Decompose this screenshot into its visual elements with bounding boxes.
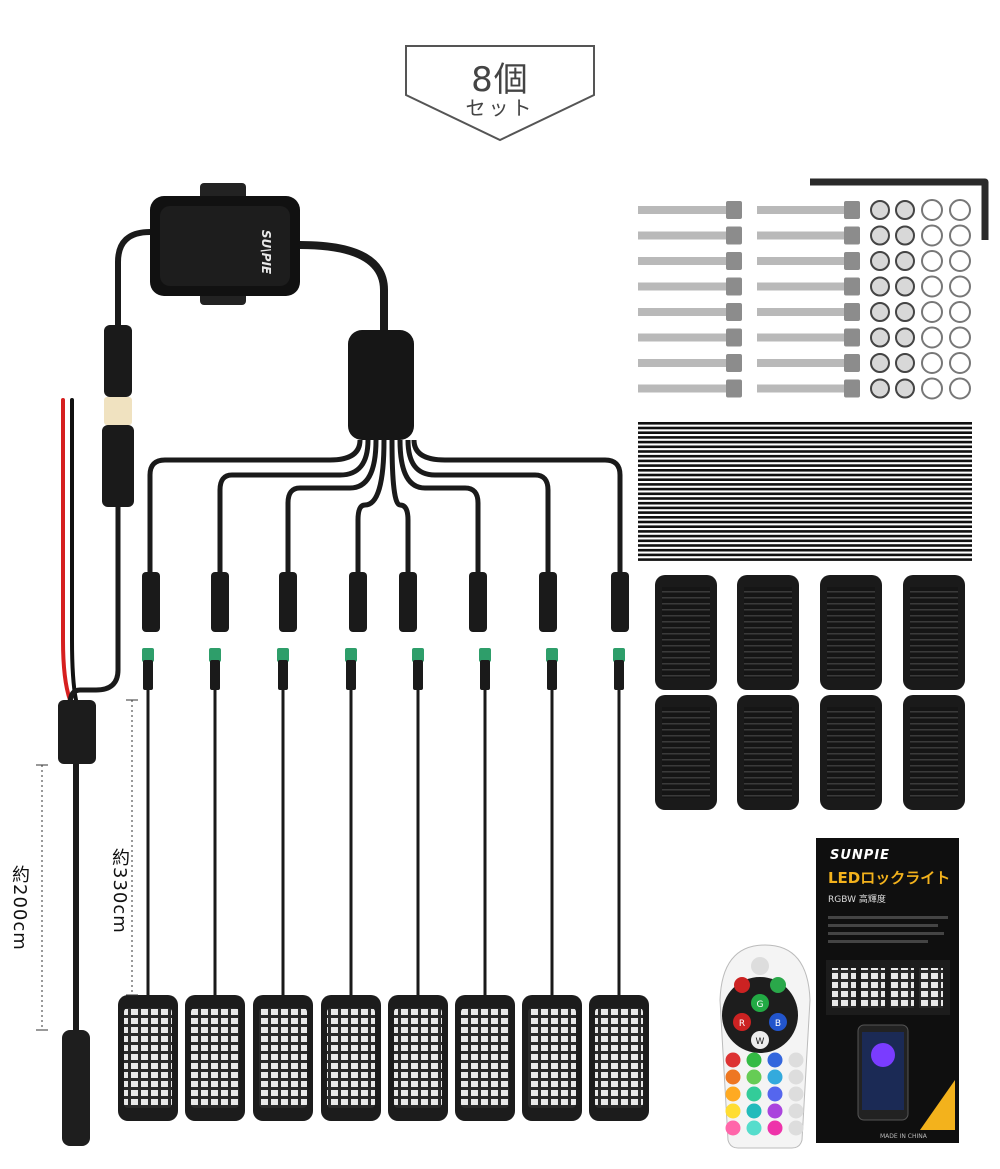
mounting-bracket — [655, 695, 717, 810]
power-cable — [61, 398, 121, 1033]
light-pod — [118, 648, 178, 1121]
washer — [949, 377, 971, 400]
washer — [921, 326, 943, 349]
bolt — [638, 308, 726, 316]
washer — [921, 199, 943, 221]
bolt — [638, 206, 726, 214]
bolt — [638, 384, 726, 393]
remote-control: G R B W — [719, 944, 811, 1149]
bolt — [638, 257, 726, 265]
badge-unit: セット — [465, 96, 535, 120]
washer — [949, 224, 971, 247]
bolt — [757, 333, 844, 342]
washer — [949, 199, 971, 221]
pod-cable-length-label: 約330cm — [109, 848, 130, 934]
light-pod — [388, 648, 448, 1121]
manual-subtitle: RGBW 高輝度 — [828, 895, 886, 905]
mounting-bracket — [655, 575, 717, 690]
remote-w-label: W — [756, 1037, 765, 1047]
nut — [870, 302, 890, 322]
washer — [949, 250, 971, 272]
bolt-set — [638, 199, 971, 400]
mounting-bracket — [903, 575, 965, 690]
mounting-bracket — [737, 575, 799, 690]
light-pods — [118, 648, 649, 1121]
nut — [870, 327, 890, 348]
mounting-bracket — [903, 695, 965, 810]
manual-footer: MADE IN CHINA — [880, 1133, 927, 1140]
mounting-brackets — [655, 575, 965, 810]
nut — [870, 200, 890, 220]
light-pod — [253, 648, 313, 1121]
bolt — [757, 308, 844, 316]
washer — [921, 275, 943, 298]
nut — [895, 327, 915, 348]
bolt — [757, 231, 844, 240]
washer — [949, 352, 971, 374]
nut — [895, 200, 915, 220]
light-pod — [321, 648, 381, 1121]
bolt — [757, 384, 844, 393]
mounting-bracket — [820, 575, 882, 690]
light-pod — [185, 648, 245, 1121]
bolt — [757, 206, 844, 214]
controller-brand: SU\PIE — [259, 230, 273, 275]
bolt — [638, 359, 726, 367]
nut — [895, 353, 915, 373]
washer — [949, 326, 971, 349]
light-pod — [589, 648, 649, 1121]
nut — [870, 276, 890, 297]
nut — [870, 353, 890, 373]
manual-title: LEDロックライト — [828, 869, 951, 887]
allen-key — [810, 178, 989, 240]
nut — [895, 302, 915, 322]
bolt — [638, 231, 726, 240]
power-switch — [62, 1030, 90, 1146]
count-badge — [405, 45, 595, 142]
mounting-bracket — [820, 695, 882, 810]
power-cable-length-label: 約200cm — [9, 865, 30, 951]
light-pod — [522, 648, 582, 1121]
remote-g-label: G — [757, 1000, 764, 1010]
washer — [921, 224, 943, 247]
remote-b-label: B — [775, 1019, 781, 1029]
light-pod — [455, 648, 515, 1121]
nut — [895, 251, 915, 271]
mounting-bracket — [737, 695, 799, 810]
controller-box: SU\PIE — [150, 183, 300, 305]
washer — [921, 352, 943, 374]
nut — [870, 251, 890, 271]
washer — [949, 275, 971, 298]
manual-brand: SUNPIE — [830, 848, 891, 863]
washer — [921, 250, 943, 272]
washer — [949, 301, 971, 323]
plug-connector — [104, 325, 132, 397]
fuse-holder — [58, 700, 96, 764]
nut — [895, 225, 915, 246]
nut — [895, 276, 915, 297]
instruction-manual — [816, 838, 959, 1143]
bolt — [638, 282, 726, 291]
splitter-hub — [348, 330, 414, 440]
splitter-branches — [147, 439, 623, 575]
badge-count: 8個 — [471, 60, 529, 100]
cable-ties — [638, 422, 972, 561]
washer — [921, 301, 943, 323]
nut — [870, 378, 890, 399]
bolt — [757, 257, 844, 265]
bolt — [757, 282, 844, 291]
washer — [921, 377, 943, 400]
branch-connectors — [142, 572, 629, 632]
bolt — [757, 359, 844, 367]
nut — [895, 378, 915, 399]
remote-r-label: R — [739, 1019, 745, 1029]
bolt — [638, 333, 726, 342]
socket-connector — [102, 425, 134, 507]
nut — [870, 225, 890, 246]
